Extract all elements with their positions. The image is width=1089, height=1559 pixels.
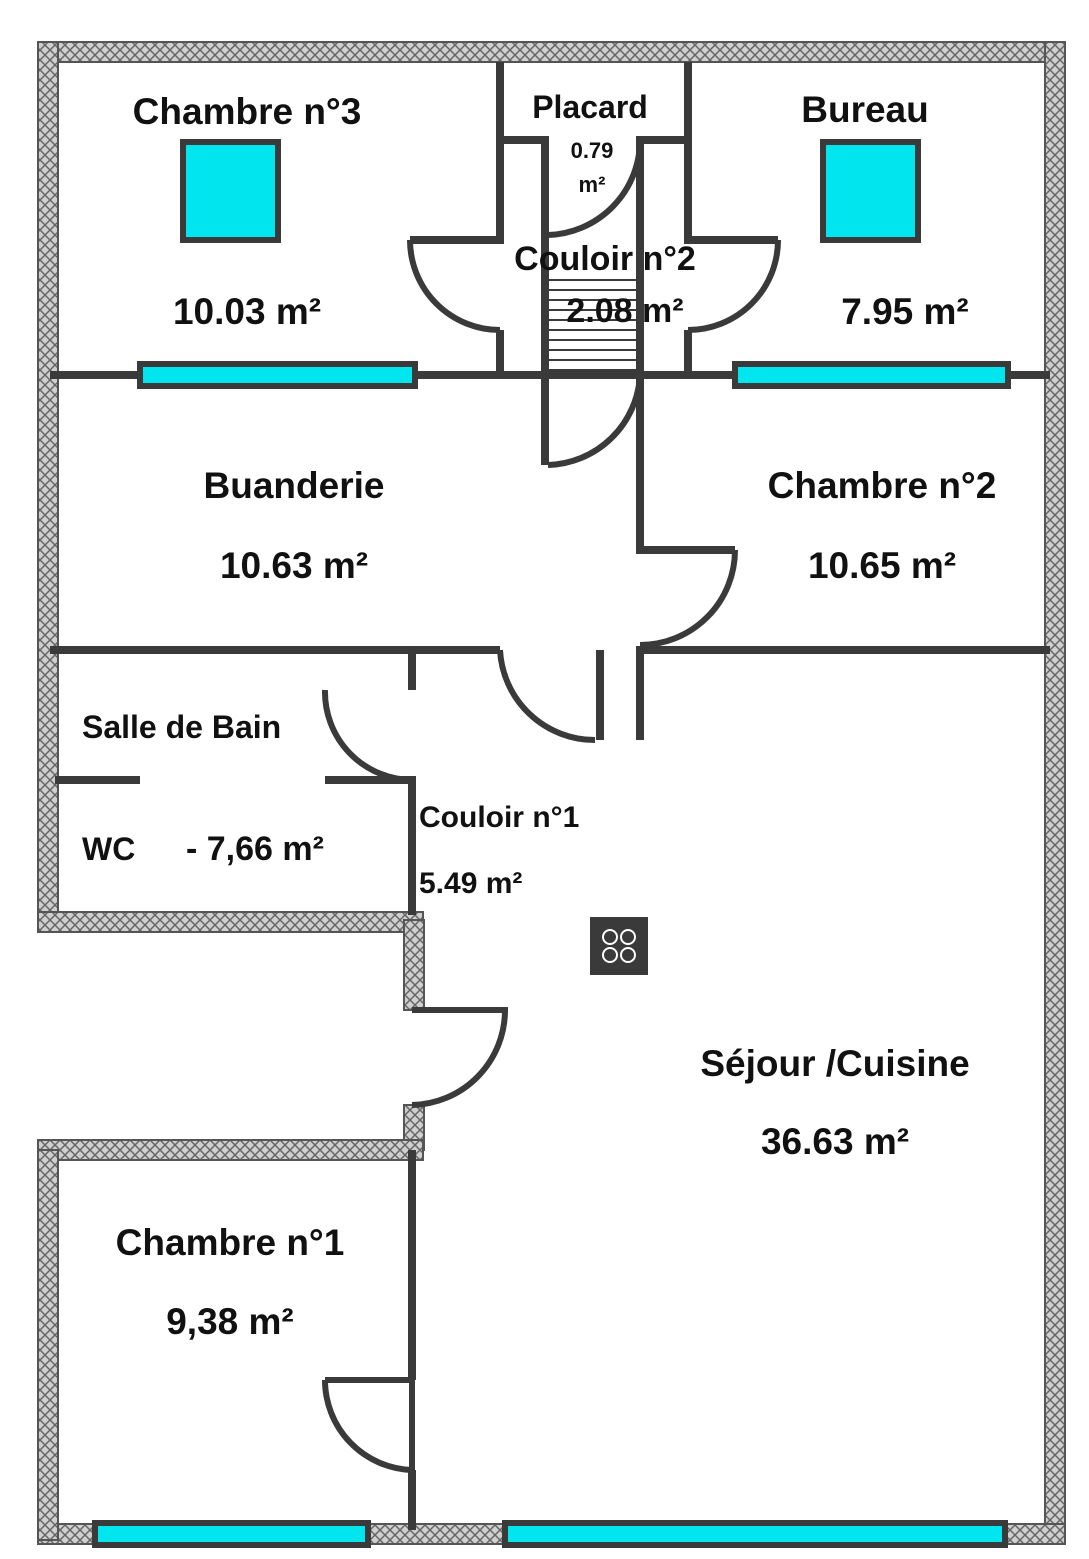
room-name-bureau: Bureau — [801, 89, 928, 130]
ventilation-icon — [590, 917, 648, 975]
room-area-chambre2: 10.65 m² — [808, 545, 956, 586]
room-area-chambre3: 10.03 m² — [173, 291, 321, 332]
window — [137, 361, 418, 389]
door-swings — [321, 139, 781, 1474]
windows — [92, 139, 1011, 1548]
room-name-couloir2: Couloir n°2 — [514, 240, 696, 278]
room-name-couloir1: Couloir n°1 — [419, 801, 579, 834]
room-name-wc: WC — [82, 831, 135, 867]
window — [92, 1520, 371, 1548]
room-name-salle-de-bain: Salle de Bain — [82, 709, 281, 745]
skylight — [820, 139, 921, 243]
room-name-chambre2: Chambre n°2 — [768, 465, 997, 506]
room-area-placard: 0.79 — [571, 138, 614, 163]
room-name-chambre1: Chambre n°1 — [116, 1222, 345, 1263]
room-name-sejour: Séjour /Cuisine — [700, 1043, 969, 1084]
room-area-couloir2: 2.08 m² — [566, 292, 683, 330]
stairs — [548, 279, 640, 371]
room-area-couloir1: 5.49 m² — [419, 867, 522, 900]
skylight — [180, 139, 281, 243]
window — [502, 1520, 1008, 1548]
room-area-bureau: 7.95 m² — [841, 291, 969, 332]
room-name-placard: Placard — [532, 89, 648, 125]
room-area-wc: - 7,66 m² — [186, 830, 324, 868]
room-area-chambre1: 9,38 m² — [166, 1301, 294, 1342]
room-area-unit-placard: m² — [579, 172, 606, 197]
room-name-chambre3: Chambre n°3 — [133, 91, 362, 132]
room-area-sejour: 36.63 m² — [761, 1121, 909, 1162]
room-name-buanderie: Buanderie — [204, 465, 385, 506]
window — [732, 361, 1011, 389]
room-area-buanderie: 10.63 m² — [220, 545, 368, 586]
